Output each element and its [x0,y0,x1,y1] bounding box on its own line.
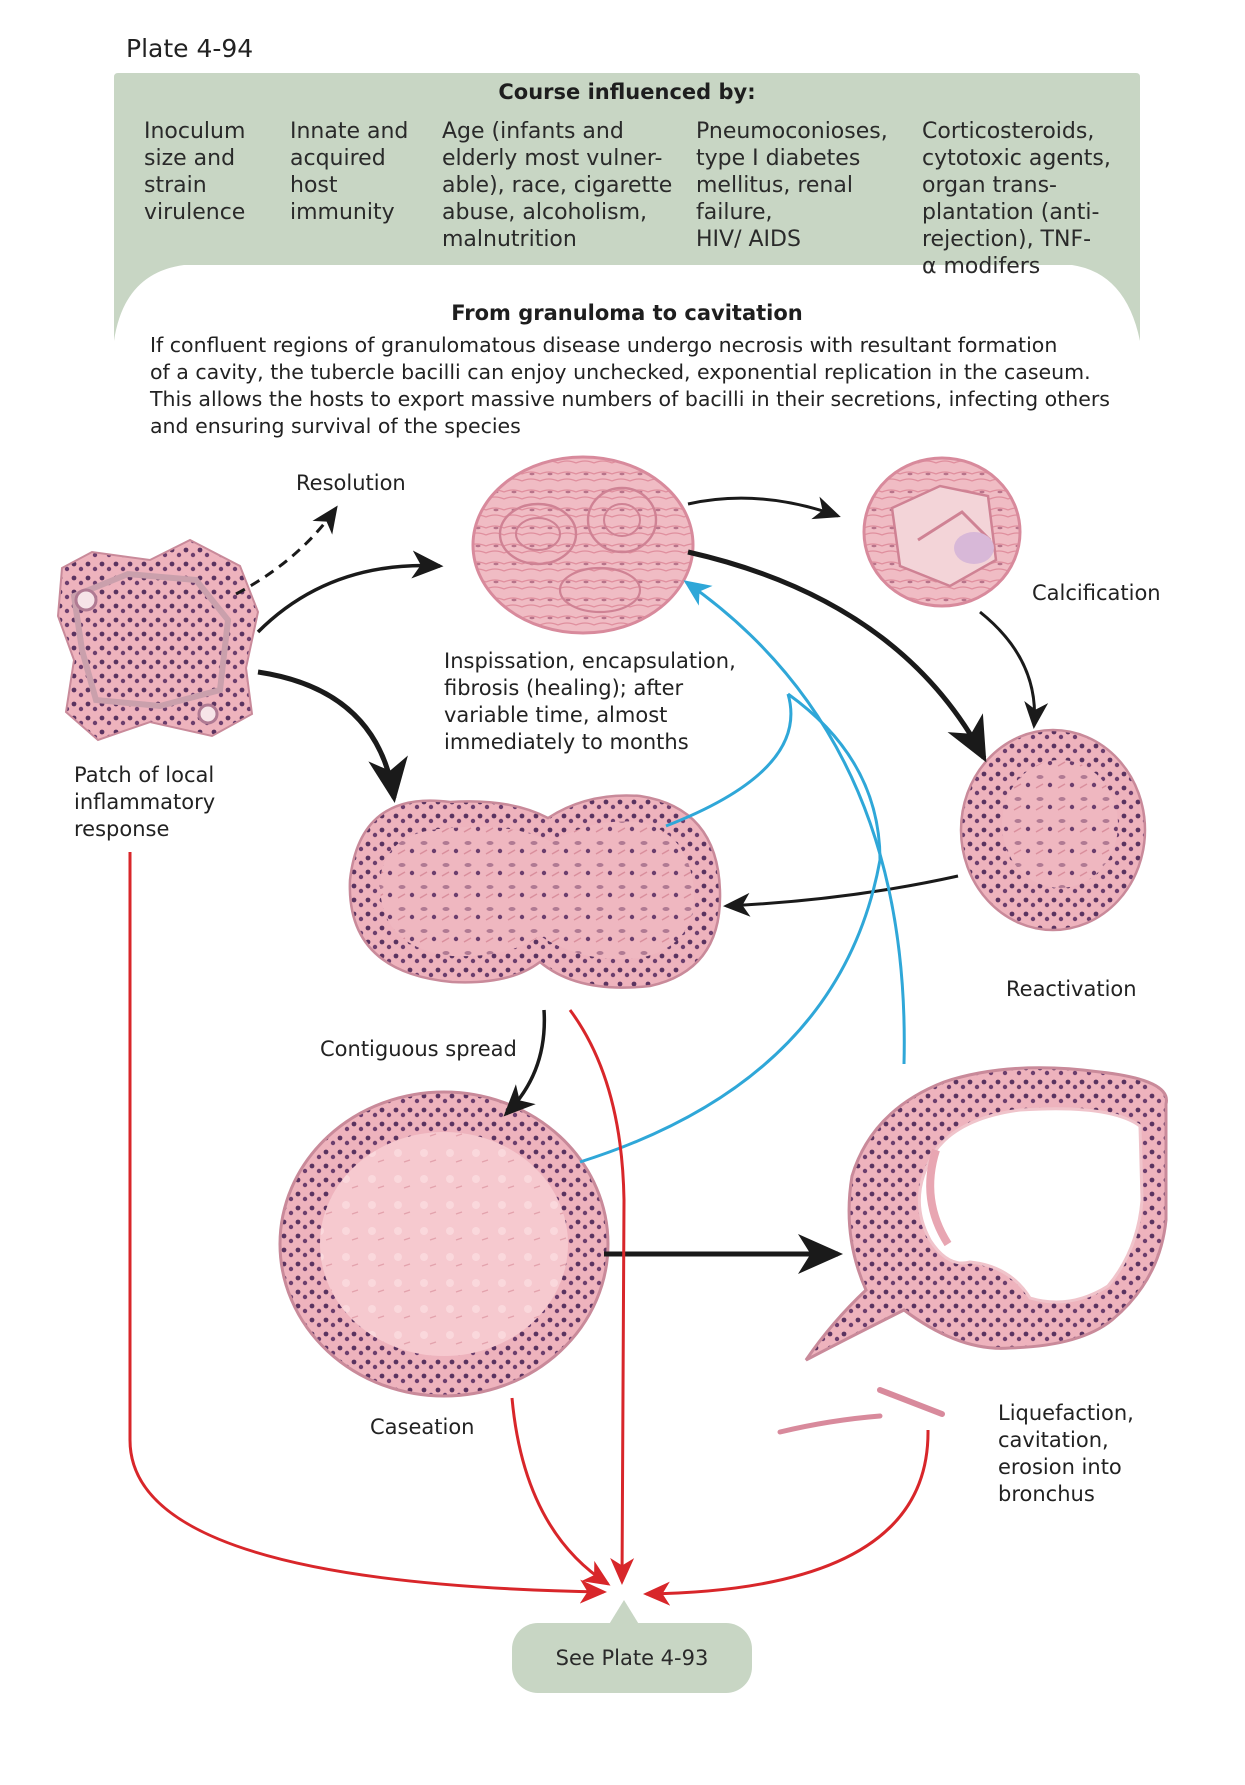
healed-granuloma-illustration [471,455,695,635]
factor-line: failure, [696,200,773,225]
caption-line: variable time, almost [444,703,668,727]
granuloma-heading: From granuloma to cavitation [451,301,803,325]
caption-healing: Inspissation, encapsulation, fibrosis (h… [444,648,736,756]
factor-line: malnutrition [442,227,577,252]
factor-line: acquired [290,146,386,171]
granuloma-description: If confluent regions of granulomatous di… [150,332,1160,440]
arrow-healing-to-calcification [687,496,841,520]
caption-line: Patch of local [74,763,215,787]
caption-line: inflammatory [74,790,216,814]
caption-line: erosion into [998,1455,1122,1479]
factor-line: organ trans- [922,173,1057,198]
factor-line: type I diabetes [696,146,861,171]
reactivation-illustration [959,728,1147,932]
arrow-calcification-to-reactivation [979,610,1049,729]
factor-line: host [290,173,338,198]
caption-line: Inspissation, encapsulation, [444,649,736,673]
caption-reactivation: Reactivation [1006,977,1137,1001]
factor-line: mellitus, renal [696,173,853,198]
course-heading: Course influenced by: [498,80,756,104]
factor-line: cytotoxic agents, [922,146,1111,171]
description-line: This allows the hosts to export massive … [150,387,1110,411]
granuloma-contiguous-illustration [348,794,722,989]
caption-liquefaction: Liquefaction, cavitation, erosion into b… [998,1400,1134,1508]
caption-patch: Patch of local inflammatory response [74,762,215,843]
blue-arrow-spread-to-healing [665,693,793,828]
factor-line: abuse, alcoholism, [442,200,648,225]
factor-line: elderly most vulner- [442,146,663,171]
arrow-patch-to-healing [256,550,444,634]
blue-arrow-cavitation-to-healing [683,580,906,1065]
description-line: and ensuring survival of the species [150,414,521,438]
factor-corticosteroids: Corticosteroids, cytotoxic agents, organ… [922,118,1111,280]
arrow-to-resolution [235,505,338,596]
arrow-spread-to-caseation [503,1009,547,1117]
arrow-healing-to-reactivation [687,549,987,763]
description-line: of a cavity, the tubercle bacilli can en… [150,360,1091,384]
factor-line: able), race, cigarette [442,173,673,198]
course-panel [114,73,1140,341]
red-arrow-cavitation-to-plate [643,1429,930,1606]
factor-age: Age (infants and elderly most vulner- ab… [442,118,672,253]
arrow-reactivation-to-spread [723,874,959,917]
description-line: If confluent regions of granulomatous di… [150,333,1058,357]
factor-line: Corticosteroids, [922,119,1095,144]
caption-line: fibrosis (healing); after [444,676,684,700]
factor-line: α modifers [922,254,1041,279]
course-panel-shape [114,73,1140,341]
factor-line: Inoculum [144,119,246,144]
caption-line: immediately to months [444,730,689,754]
factor-inoculum: Inoculum size and strain virulence [144,118,245,226]
see-plate-pointer [608,1600,640,1626]
plate-label: Plate 4-94 [126,34,254,63]
calcified-granuloma-illustration [862,456,1022,608]
red-arrow-spread-to-plate [568,1009,635,1585]
factor-line: rejection), TNF- [922,227,1092,252]
factor-line: size and [144,146,236,171]
factor-line: immunity [290,200,395,225]
blue-arrow-caseation-to-healing [579,692,882,1164]
factor-line: virulence [144,200,246,225]
cavitation-illustration [777,1066,1168,1435]
caption-line: bronchus [998,1482,1095,1506]
arrow-patch-to-spread [257,669,408,803]
caption-calcification: Calcification [1032,581,1161,605]
caption-caseation: Caseation [370,1415,475,1439]
factor-line: HIV/ AIDS [696,227,801,252]
factor-line: Age (infants and [442,119,624,144]
caption-line: Liquefaction, [998,1401,1134,1425]
caption-resolution: Resolution [296,471,406,495]
factor-line: Innate and [290,119,409,144]
caseation-illustration [278,1090,610,1398]
see-plate-label: See Plate 4-93 [555,1646,709,1670]
red-arrow-patch-to-plate [128,852,607,1604]
caption-contiguous-spread: Contiguous spread [320,1037,517,1061]
red-arrow-caseation-to-plate [510,1397,611,1586]
see-plate-link[interactable]: See Plate 4-93 [512,1623,752,1693]
factor-line: strain [144,173,207,198]
factor-line: Pneumoconioses, [696,119,888,144]
caption-line: cavitation, [998,1428,1109,1452]
factor-pneumoconioses: Pneumoconioses, type I diabetes mellitus… [696,118,888,253]
factor-line: plantation (anti- [922,200,1100,225]
patch-tissue-illustration [56,538,260,742]
caption-line: response [74,817,170,841]
factor-immunity: Innate and acquired host immunity [290,118,408,226]
